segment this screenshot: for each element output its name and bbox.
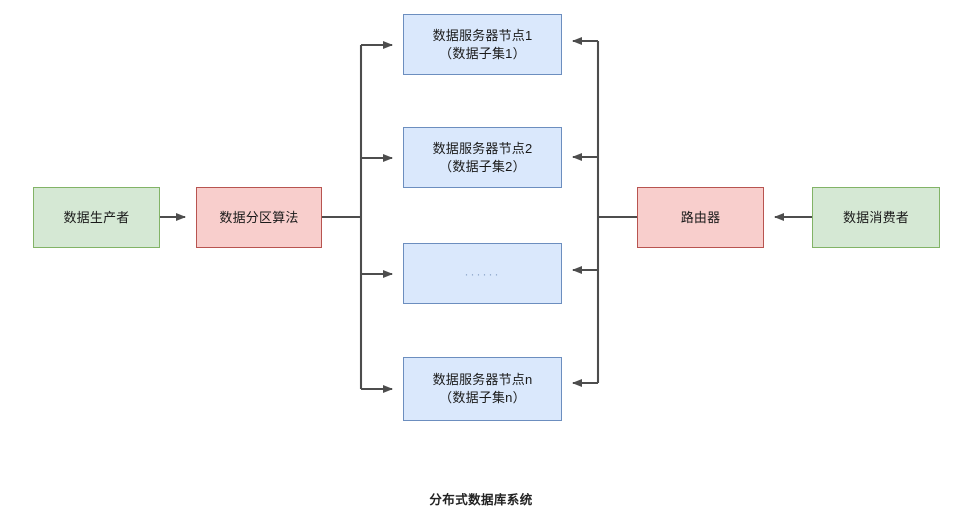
node-data-server-ellipsis[interactable]: ······ bbox=[403, 243, 562, 304]
node-consumer-label: 数据消费者 bbox=[842, 209, 909, 225]
node-router-label: 路由器 bbox=[680, 209, 721, 225]
node-data-server-2[interactable]: 数据服务器节点2 （数据子集2） bbox=[403, 127, 562, 188]
node-partitioner[interactable]: 数据分区算法 bbox=[196, 187, 322, 248]
node-partitioner-label: 数据分区算法 bbox=[219, 209, 299, 225]
node-data-server-2-label: 数据服务器节点2 （数据子集2） bbox=[432, 140, 533, 174]
node-producer[interactable]: 数据生产者 bbox=[33, 187, 160, 248]
node-producer-label: 数据生产者 bbox=[63, 209, 130, 225]
node-data-server-n-label: 数据服务器节点n （数据子集n） bbox=[432, 372, 533, 405]
node-router[interactable]: 路由器 bbox=[637, 187, 764, 248]
node-data-server-ellipsis-label: ······ bbox=[464, 266, 501, 281]
node-data-server-n[interactable]: 数据服务器节点n （数据子集n） bbox=[403, 357, 562, 421]
node-data-server-1[interactable]: 数据服务器节点1 （数据子集1） bbox=[403, 14, 562, 75]
node-data-server-1-label: 数据服务器节点1 （数据子集1） bbox=[432, 27, 533, 61]
diagram-caption: 分布式数据库系统 bbox=[429, 493, 533, 507]
node-consumer[interactable]: 数据消费者 bbox=[812, 187, 940, 248]
